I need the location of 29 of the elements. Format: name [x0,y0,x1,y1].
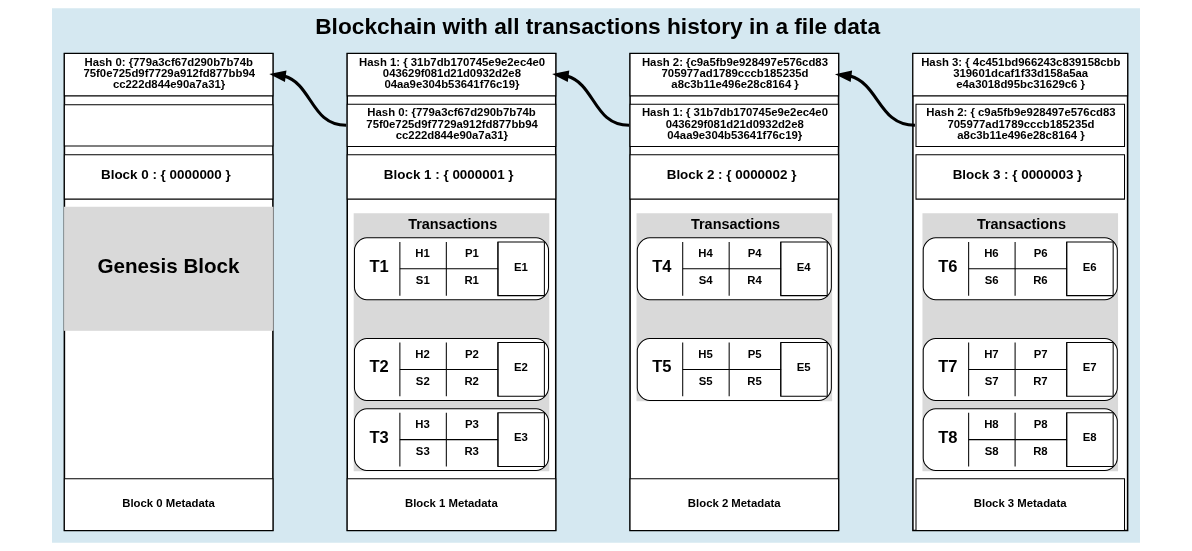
node-box: T4 H4 P4 E4 S4 R4 [636,237,832,301]
node-box: Block 0 : { 0000000 } [63,154,274,200]
arrow [552,70,630,127]
diagram-title: Blockchain with all transactions history in a file data [315,12,881,39]
node-box: Block 2 Metadata [629,478,840,531]
node-box: Hash 1: { 31b7db170745e9e2ec4e0 043629f081d21d0932d2e8 04aa9e304b53641f76c19} [629,103,840,147]
node-box: Hash 2: { c9a5fb9e928497e576cd83 705977ad1789cccb185235d a8c3b11e496e28c8164 } [915,103,1126,147]
node-box: T6 H6 P6 E6 S6 R6 [922,237,1118,301]
node-box: Block 1 Metadata [346,478,557,531]
node-box: Block 3 : { 0000003 } [915,154,1126,200]
node-box: Block 3 Metadata [915,478,1126,531]
node-box: Hash 0: {779a3cf67d290b7b74b 75f0e725d9f7729a912fd877bb94 cc222d844e90a7a31} [346,103,557,147]
arrow [269,70,347,127]
node-box: Hash 1: { 31b7db170745e9e2ec4e0 043629f081d21d0932d2e8 04aa9e304b53641f76c19} [346,53,557,97]
node-box: T2 H2 P2 E2 S2 R2 [353,337,550,401]
node-box: Hash 0: {779a3cf67d290b7b74b 75f0e725d9f7729a912fd877bb94 cc222d844e90a7a31} [63,53,274,97]
node-box: Block 0 Metadata [63,478,274,531]
node-box: T7 H7 P7 E7 S7 R7 [922,337,1118,401]
node-box: T5 H5 P5 E5 S5 R5 [636,337,832,401]
node-box [63,104,274,147]
node-box: T1 H1 P1 E1 S1 R1 [353,237,550,301]
node-box: Block 1 : { 0000001 } [346,154,557,200]
node-box: Hash 2: {c9a5fb9e928497e576cd83 705977ad1789cccb185235d a8c3b11e496e28c8164 } [629,53,840,97]
node-box: Block 2 : { 0000002 } [629,154,840,200]
node-box: Hash 3: { 4c451bd966243c839158cbb 319601dcaf1f33d158a5aa e4a3018d95bc31629c6 } [912,53,1129,97]
node-box: T3 H3 P3 E3 S3 R3 [353,408,550,472]
node-box: Genesis Block [63,206,274,331]
arrow [834,70,916,127]
node-box: T8 H8 P8 E8 S8 R8 [922,408,1118,472]
